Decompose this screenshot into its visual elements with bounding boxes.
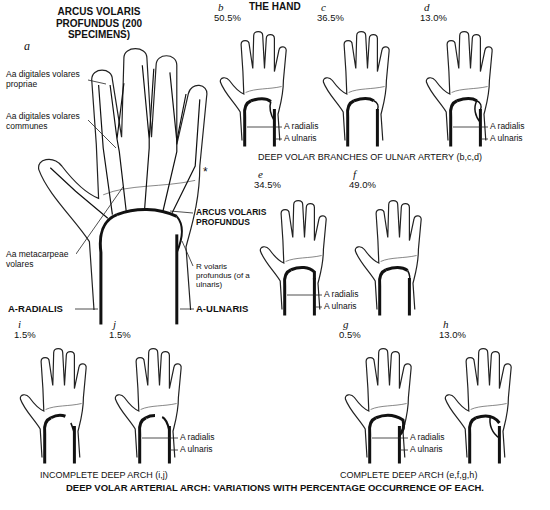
label-text: DEEP VOLAR BRANCHES OF ULNAR ARTERY (b,c… bbox=[258, 152, 482, 162]
label-text: 50.5% bbox=[214, 13, 241, 24]
label-text: * bbox=[203, 166, 208, 180]
label-text: R volaris profundus (of a ulnaris) bbox=[196, 262, 260, 290]
label-text: 13.0% bbox=[439, 330, 466, 341]
label-text: ARCUS VOLARIS PROFUNDUS bbox=[196, 208, 276, 228]
label-text: A radialis bbox=[180, 433, 215, 443]
label-text: d bbox=[424, 1, 430, 14]
label-text: A-ULNARIS bbox=[196, 304, 248, 315]
label-text: A ulnaris bbox=[324, 302, 357, 312]
hand-drawing bbox=[115, 349, 181, 464]
label-text: A radialis bbox=[490, 122, 525, 132]
label-text: A ulnaris bbox=[180, 445, 213, 455]
label-text: A radialis bbox=[284, 122, 319, 132]
label-text: Aa digitales volares propriae bbox=[6, 70, 86, 90]
label-text: 1.5% bbox=[14, 330, 36, 341]
hand-drawing bbox=[445, 349, 511, 464]
label-text: COMPLETE DEEP ARCH (e,f,g,h) bbox=[340, 470, 477, 480]
label-text: Aa digitales volares communes bbox=[6, 112, 86, 132]
label-text: 36.5% bbox=[317, 13, 344, 24]
label-text: j bbox=[113, 318, 116, 331]
label-text: h bbox=[443, 318, 449, 331]
hand-drawing bbox=[20, 349, 86, 464]
hand-drawing bbox=[345, 349, 411, 464]
hand-drawing bbox=[355, 201, 421, 316]
label-text: e bbox=[258, 168, 263, 181]
hand-drawing bbox=[426, 32, 492, 147]
label-text: A radialis bbox=[410, 433, 445, 443]
label-text: INCOMPLETE DEEP ARCH (i,j) bbox=[40, 470, 168, 480]
leader-lines bbox=[75, 80, 488, 450]
label-text: A radialis bbox=[324, 290, 359, 300]
label-text: b bbox=[218, 1, 224, 14]
diagram-title: THE HAND bbox=[249, 1, 301, 13]
label-text: 0.5% bbox=[339, 330, 361, 341]
hand-drawing bbox=[39, 49, 207, 325]
label-text: A ulnaris bbox=[284, 134, 317, 144]
label-text: A-RADIALIS bbox=[8, 304, 63, 315]
label-text: A ulnaris bbox=[410, 445, 443, 455]
label-text: f bbox=[353, 168, 356, 181]
label-text: g bbox=[343, 318, 349, 331]
label-text: 13.0% bbox=[420, 13, 447, 24]
figure-caption: DEEP VOLAR ARTERIAL ARCH: VARIATIONS WIT… bbox=[20, 483, 530, 494]
label-text: 49.0% bbox=[349, 180, 376, 191]
label-text: 34.5% bbox=[254, 180, 281, 191]
hand-drawing bbox=[323, 32, 389, 147]
label-text: a bbox=[24, 40, 30, 54]
label-text: i bbox=[18, 318, 21, 331]
label-text: ARCUS VOLARIS PROFUNDUS (200 SPECIMENS) bbox=[40, 6, 158, 41]
label-text: Aa metacarpeae volares bbox=[6, 250, 76, 270]
label-text: A ulnaris bbox=[490, 134, 523, 144]
label-text: c bbox=[321, 1, 326, 14]
hand-drawing bbox=[220, 32, 286, 147]
label-text: 1.5% bbox=[109, 330, 131, 341]
